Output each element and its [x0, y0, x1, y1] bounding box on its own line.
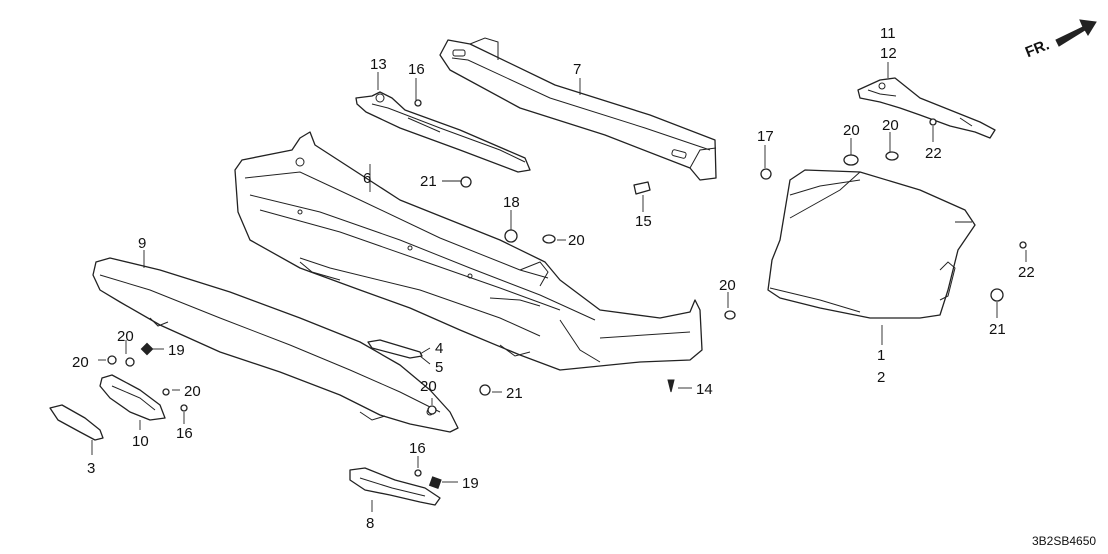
front-arrow-icon [1055, 19, 1097, 47]
direction-label: FR. [1023, 36, 1052, 61]
callout-22: 22 [925, 145, 942, 162]
callout-10: 10 [132, 433, 149, 450]
callout-4: 4 [435, 340, 443, 357]
callout-3: 3 [87, 460, 95, 477]
callout-20: 20 [882, 117, 899, 134]
callout-20: 20 [117, 328, 134, 345]
callout-17: 17 [757, 128, 774, 145]
nut-icon [760, 168, 772, 180]
callout-19: 19 [168, 342, 185, 359]
leader-lines [91, 62, 1027, 512]
fasteners [107, 99, 1027, 490]
reflector-3 [49, 404, 104, 441]
callout-20: 20 [843, 122, 860, 139]
screw-icon [180, 404, 188, 412]
clip-icon [107, 355, 117, 365]
clip-icon [479, 384, 491, 396]
callouts: 7 13 16 6 21 15 18 20 9 17 20 20 11 12 2… [72, 25, 1035, 532]
upper-retainer-13 [355, 91, 531, 173]
screw-icon [1019, 241, 1027, 249]
screw-icon [929, 118, 937, 126]
clip-icon [460, 176, 472, 188]
screw-icon [414, 469, 422, 477]
callout-20: 20 [72, 354, 89, 371]
callout-20: 20 [184, 383, 201, 400]
callout-13: 13 [370, 56, 387, 73]
bumper-face-6 [234, 131, 703, 371]
front-direction-indicator: FR. [1023, 19, 1097, 61]
callout-18: 18 [503, 194, 520, 211]
callout-20: 20 [719, 277, 736, 294]
callout-21: 21 [989, 321, 1006, 338]
grommet-icon [885, 151, 899, 161]
lower-skirt-9 [92, 257, 459, 433]
side-bracket-11-12 [857, 77, 996, 139]
callout-9: 9 [138, 235, 146, 252]
grommet-icon [724, 310, 736, 320]
callout-19: 19 [462, 475, 479, 492]
callout-21: 21 [506, 385, 523, 402]
pad-icon [140, 342, 154, 356]
bumper-corner-1 [767, 169, 976, 319]
grommet-icon [843, 154, 859, 166]
washer-icon [504, 229, 518, 243]
callout-16: 16 [176, 425, 193, 442]
grommet-icon [542, 234, 556, 244]
callout-5: 5 [435, 359, 443, 376]
callout-12: 12 [880, 45, 897, 62]
callout-8: 8 [366, 515, 374, 532]
clip-icon [162, 388, 170, 396]
clip-icon [990, 288, 1004, 302]
callout-21: 21 [420, 173, 437, 190]
screw-icon [414, 99, 422, 107]
emblem-strip-4-5 [367, 339, 423, 359]
clip-icon [125, 357, 135, 367]
callout-11: 11 [880, 25, 896, 42]
bumper-beam-7 [439, 37, 717, 181]
callout-1: 1 [877, 347, 885, 364]
callout-20: 20 [568, 232, 585, 249]
callout-20: 20 [420, 378, 437, 395]
drawing-code: 3B2SB4650 [1032, 534, 1096, 548]
callout-2: 2 [877, 369, 885, 386]
callout-7: 7 [573, 61, 581, 78]
pad-icon [428, 476, 442, 490]
callout-16: 16 [408, 61, 425, 78]
callout-6: 6 [363, 170, 371, 187]
reflector-10 [99, 374, 166, 421]
callout-22: 22 [1018, 264, 1035, 281]
callout-15: 15 [635, 213, 652, 230]
reflector-8 [349, 467, 441, 506]
callout-16: 16 [409, 440, 426, 457]
bolt-icon [633, 181, 651, 195]
callout-14: 14 [696, 381, 713, 398]
clip-icon [427, 405, 437, 415]
screw-icon [667, 379, 675, 393]
